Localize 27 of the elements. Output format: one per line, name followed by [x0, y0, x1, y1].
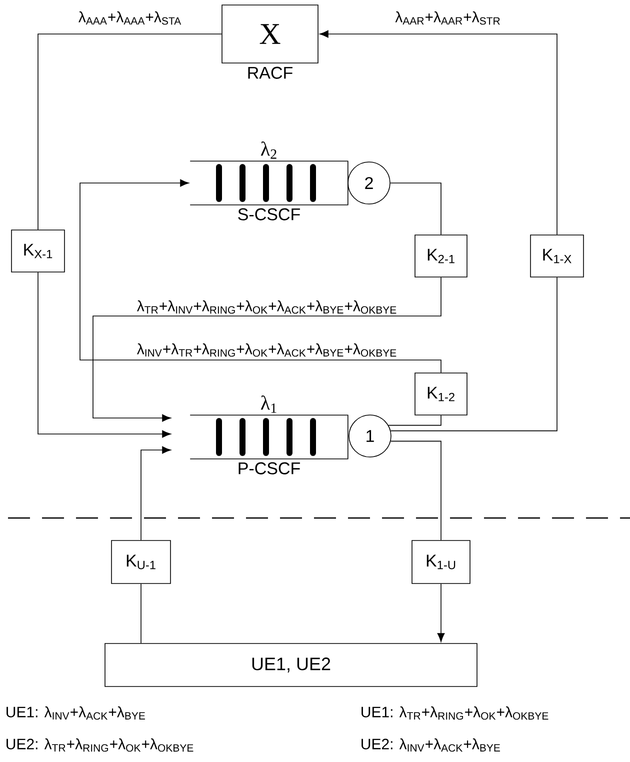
entity-box: UE1, UE2	[104, 643, 478, 687]
rate-note: UE1: λ$_{TR}$+λ$_{RING}$+λ$_{OK}$+λ$_{OKBYE}$	[362, 706, 548, 720]
connector-arrow	[320, 30, 558, 235]
connector-arrow	[437, 584, 445, 642]
gain-box: K$_{1-U}$	[412, 540, 470, 584]
gain-box: K$_{U-1}$	[111, 540, 171, 584]
rate-note: UE2: λ$_{TR}$+λ$_{RING}$+λ$_{OK}$+λ$_{OKBYE}$	[6, 738, 194, 752]
rate-label: λ$_{2}$	[260, 142, 276, 159]
edge-label: λ$_{INV}$+λ$_{TR}$+λ$_{RING}$+λ$_{OK}$+λ$_{ACK}$+λ$_{BYE}$+λ$_{OKBYE}$	[136, 342, 398, 358]
connector-arrow	[92, 277, 442, 422]
edge-label: λ$_{TR}$+λ$_{INV}$+λ$_{RING}$+λ$_{OK}$+λ$_{ACK}$+λ$_{BYE}$+λ$_{OKBYE}$	[136, 299, 398, 315]
rate-note: UE2: λ$_{INV}$+λ$_{ACK}$+λ$_{BYE}$	[362, 738, 500, 752]
queue-label: P-CSCF	[238, 462, 300, 474]
connector-arrow	[38, 272, 171, 438]
gain-box: K$_{2-1}$	[414, 234, 468, 278]
gain-box: K$_{1-X}$	[530, 234, 584, 278]
edge-label: λ$_{AAR}$+λ$_{AAR}$+λ$_{STR}$	[394, 10, 502, 26]
connector-arrow	[140, 446, 171, 540]
connector-arrow	[80, 179, 442, 373]
edge-label: λ$_{AAA}$+λ$_{AAA}$+λ$_{STA}$	[77, 10, 183, 26]
function-box: X	[222, 4, 318, 64]
gain-box: K$_{X-1}$	[11, 230, 65, 272]
rate-note: UE1: λ$_{INV}$+λ$_{ACK}$+λ$_{BYE}$	[6, 706, 145, 720]
gain-box: K$_{1-2}$	[414, 372, 468, 416]
queue-label: S-CSCF	[238, 208, 300, 220]
rate-label: λ$_{1}$	[260, 396, 276, 413]
node-label: RACF	[248, 66, 292, 79]
